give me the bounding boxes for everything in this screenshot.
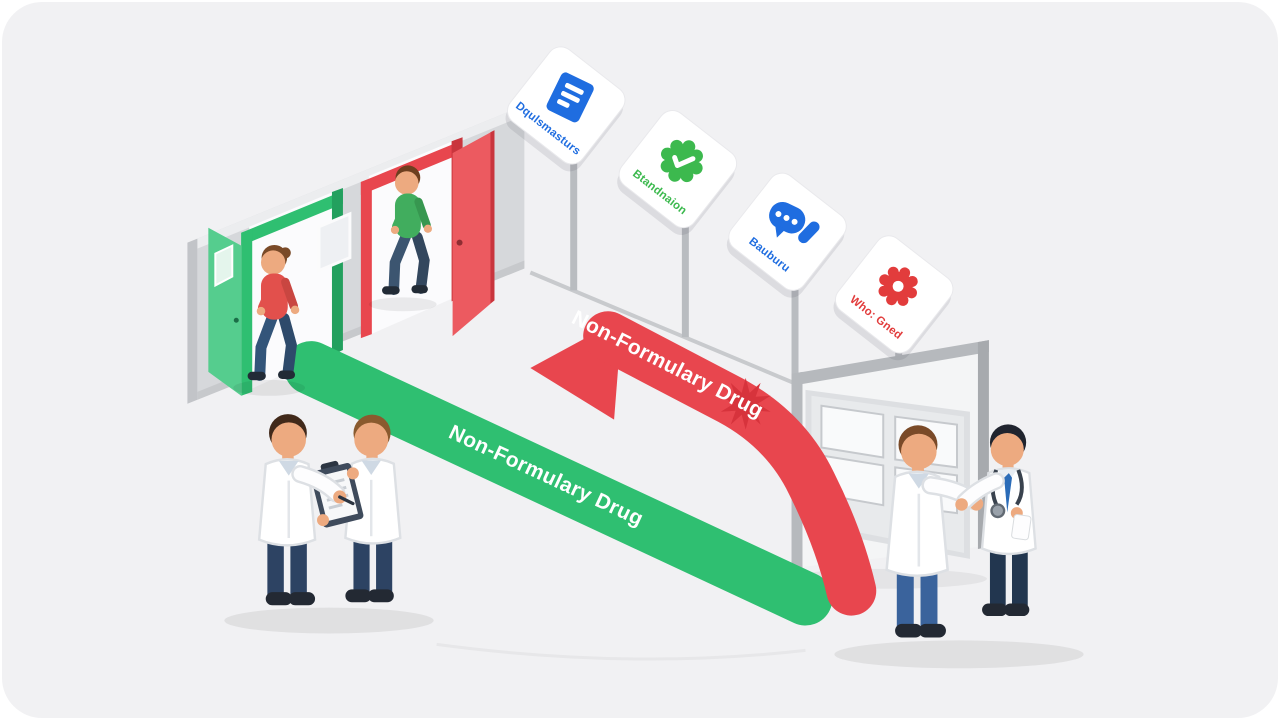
document-icon: [546, 72, 594, 123]
doctor-right-2: [955, 424, 1037, 617]
green-door-handle: [233, 317, 239, 323]
sign-restriction: Who: Gned: [833, 235, 954, 361]
leg: [254, 312, 278, 381]
check-seal-icon: [660, 139, 703, 183]
shoe: [288, 592, 316, 606]
lab-coat: [344, 457, 402, 545]
shoe: [247, 371, 266, 381]
hand: [256, 306, 266, 316]
shoe: [345, 589, 372, 603]
stethoscope-chestpiece: [990, 503, 1006, 519]
green-path-band: [284, 341, 833, 626]
head: [354, 422, 389, 457]
green-path-label: Non-Formulary Drug: [445, 421, 647, 531]
wall-window: [317, 211, 352, 273]
red-door-panel-edge: [490, 130, 495, 304]
arm: [293, 467, 344, 501]
hand: [955, 498, 968, 511]
shoe: [278, 370, 296, 380]
shadow: [834, 640, 1084, 669]
wall-end-cap: [187, 238, 198, 404]
shoe: [895, 623, 923, 638]
doctor-left-2: [344, 414, 402, 603]
paper-line: [328, 503, 343, 510]
gear-badge-icon: [878, 266, 918, 306]
sign-approval: Btandnaion: [617, 109, 738, 235]
red-door-handle: [456, 239, 463, 246]
arm: [414, 197, 431, 230]
lab-coat: [885, 470, 949, 578]
arm: [281, 277, 299, 311]
floor-line: [436, 642, 806, 661]
sign-post: [570, 161, 578, 291]
green-door-left-jamb: [241, 228, 253, 396]
hand: [346, 467, 359, 480]
tie: [1004, 473, 1012, 513]
door-pane: [820, 404, 885, 459]
hand: [290, 305, 300, 315]
stethoscope-icon: [1015, 469, 1024, 506]
shoe: [411, 285, 428, 294]
arm: [257, 277, 278, 312]
arm: [392, 197, 411, 231]
green-door-lintel: [241, 190, 343, 246]
held-paper: [1011, 514, 1032, 541]
shadow: [368, 297, 437, 312]
leg: [278, 312, 297, 380]
shirt: [361, 460, 381, 475]
leg: [388, 231, 411, 296]
shoe: [382, 286, 400, 295]
green-door-right-jamb: [331, 187, 343, 356]
shoe: [918, 623, 946, 638]
hand: [423, 224, 433, 233]
head: [990, 433, 1024, 466]
shoe: [367, 589, 394, 603]
doctor-right-1: [885, 425, 984, 638]
shoe: [982, 603, 1008, 617]
right-door-lintel: [791, 340, 989, 386]
shoe: [265, 592, 293, 606]
person-red-shirt: [247, 244, 300, 381]
burst-icon: [720, 377, 771, 430]
sign-documents: Dqulsmasturs: [505, 46, 626, 172]
chat-bubble-icon: [769, 201, 820, 244]
arm: [958, 474, 1003, 508]
shirt: [908, 473, 929, 489]
red-door-panel: [452, 130, 495, 337]
shoe: [1004, 603, 1030, 617]
leg: [412, 231, 430, 294]
head: [260, 250, 286, 275]
hand: [317, 514, 329, 527]
head: [901, 433, 937, 470]
shirt: [278, 460, 299, 476]
sign-post: [681, 225, 689, 338]
green-door: [208, 187, 343, 396]
sign-post: [791, 288, 799, 384]
shadow: [233, 379, 306, 396]
sign-communication: Bauburu: [726, 172, 847, 298]
wall-top-edge: [197, 105, 525, 249]
shadow: [224, 607, 434, 634]
pen-icon: [338, 495, 355, 506]
head: [271, 422, 307, 457]
doctor-left-1: [257, 414, 355, 606]
hand: [390, 225, 400, 235]
green-door-window: [214, 244, 234, 288]
head: [394, 171, 419, 195]
red-door-left-jamb: [360, 178, 372, 339]
person-green-shirt: [382, 165, 433, 296]
